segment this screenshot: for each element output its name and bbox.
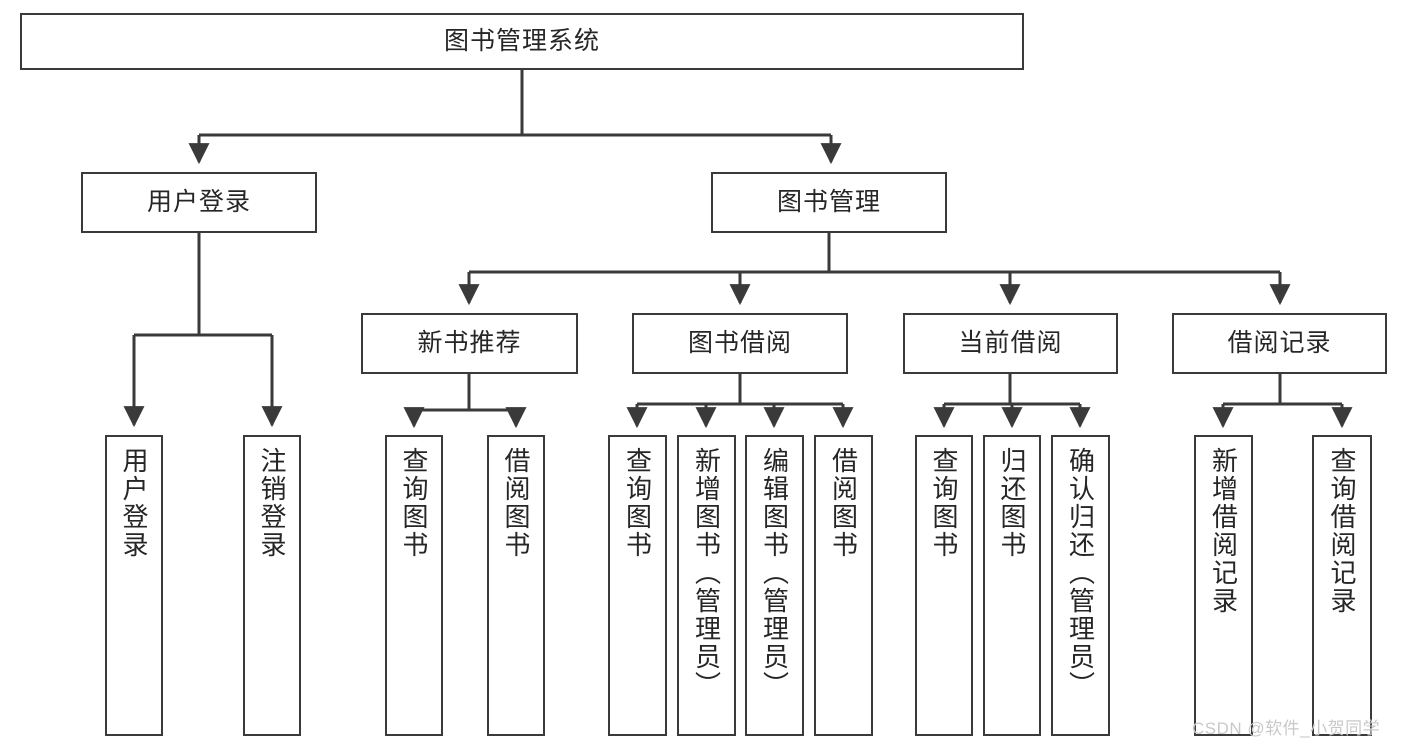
node-label: 新增图书（管理员） bbox=[691, 447, 722, 699]
node-label: 查询图书 bbox=[622, 447, 653, 559]
node-leaf-return-book[interactable]: 归还图书 bbox=[983, 435, 1041, 736]
node-label: 借阅记录 bbox=[1227, 329, 1332, 358]
node-label: 借阅图书 bbox=[828, 447, 859, 559]
node-leaf-confirm-return-admin[interactable]: 确认归还（管理员） bbox=[1051, 435, 1110, 736]
node-leaf-query-book-borrow[interactable]: 查询图书 bbox=[608, 435, 667, 736]
node-label: 图书借阅 bbox=[687, 329, 792, 358]
node-leaf-edit-book-admin[interactable]: 编辑图书（管理员） bbox=[745, 435, 804, 736]
node-borrow-record[interactable]: 借阅记录 bbox=[1172, 313, 1387, 374]
node-label: 新书推荐 bbox=[417, 329, 522, 358]
node-label: 图书管理 bbox=[776, 188, 881, 217]
node-leaf-user-login[interactable]: 用户登录 bbox=[105, 435, 163, 736]
node-label: 编辑图书（管理员） bbox=[759, 447, 790, 699]
node-leaf-query-borrow-record[interactable]: 查询借阅记录 bbox=[1312, 435, 1372, 736]
node-label: 当前借阅 bbox=[958, 329, 1063, 358]
node-leaf-add-borrow-record[interactable]: 新增借阅记录 bbox=[1194, 435, 1253, 736]
node-leaf-borrow-book-recommend[interactable]: 借阅图书 bbox=[487, 435, 545, 736]
node-leaf-query-book-current[interactable]: 查询图书 bbox=[915, 435, 973, 736]
node-user-login[interactable]: 用户登录 bbox=[81, 172, 317, 233]
node-label: 查询图书 bbox=[929, 447, 959, 559]
node-new-book-recommend[interactable]: 新书推荐 bbox=[361, 313, 578, 374]
node-label: 用户登录 bbox=[146, 188, 251, 217]
node-label: 查询借阅记录 bbox=[1327, 447, 1357, 615]
node-leaf-borrow-book[interactable]: 借阅图书 bbox=[814, 435, 873, 736]
node-leaf-add-book-admin[interactable]: 新增图书（管理员） bbox=[677, 435, 736, 736]
node-leaf-query-book-recommend[interactable]: 查询图书 bbox=[385, 435, 443, 736]
node-label: 图书管理系统 bbox=[443, 27, 600, 56]
node-label: 归还图书 bbox=[997, 447, 1027, 559]
node-label: 用户登录 bbox=[119, 447, 149, 559]
node-leaf-logout-login[interactable]: 注销登录 bbox=[243, 435, 301, 736]
node-book-borrow[interactable]: 图书借阅 bbox=[632, 313, 848, 374]
node-label: 新增借阅记录 bbox=[1208, 447, 1239, 615]
node-label: 注销登录 bbox=[257, 447, 287, 559]
node-label: 查询图书 bbox=[399, 447, 429, 559]
node-book-management[interactable]: 图书管理 bbox=[711, 172, 947, 233]
node-label: 借阅图书 bbox=[501, 447, 531, 559]
node-current-borrow[interactable]: 当前借阅 bbox=[903, 313, 1118, 374]
csdn-watermark: CSDN @软件_小贺同学 bbox=[1192, 719, 1381, 738]
node-label: 确认归还（管理员） bbox=[1065, 447, 1096, 699]
node-root-system[interactable]: 图书管理系统 bbox=[20, 13, 1024, 70]
